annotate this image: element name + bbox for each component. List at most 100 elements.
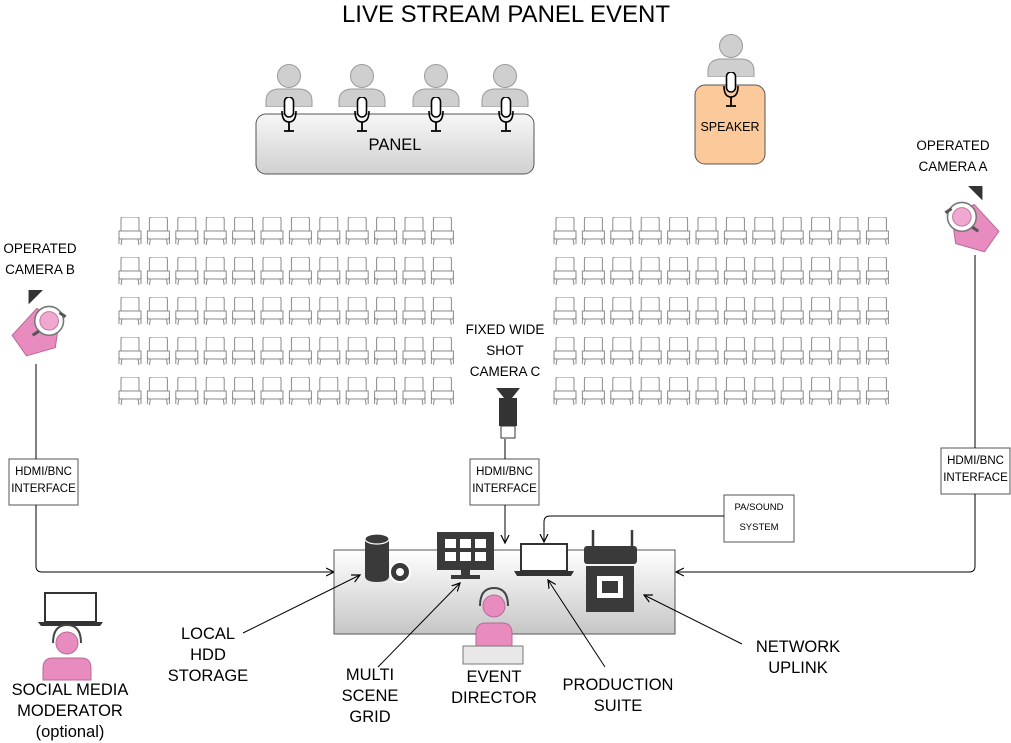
- seat: [288, 337, 312, 366]
- speaker-group: [694, 34, 766, 165]
- diagram-title: LIVE STREAM PANEL EVENT: [341, 1, 671, 28]
- seat: [232, 297, 256, 326]
- seat: [695, 257, 719, 286]
- seat: [809, 297, 833, 326]
- seat: [430, 217, 454, 246]
- seat: [723, 297, 747, 326]
- seat: [260, 377, 284, 406]
- seat: [402, 217, 426, 246]
- seat: [667, 377, 691, 406]
- seat: [345, 217, 369, 246]
- seat: [118, 217, 142, 246]
- speaker-label: SPEAKER: [700, 120, 760, 134]
- hdmi-box-a: [940, 447, 1011, 495]
- seat: [232, 377, 256, 406]
- seat: [581, 297, 605, 326]
- camera-b-icon: [10, 290, 68, 358]
- seat: [610, 297, 634, 326]
- seat: [345, 337, 369, 366]
- seat: [638, 337, 662, 366]
- seat: [175, 337, 199, 366]
- seat: [865, 297, 889, 326]
- seat: [288, 297, 312, 326]
- seat: [581, 337, 605, 366]
- seat: [723, 337, 747, 366]
- seat: [203, 257, 227, 286]
- seat: [374, 377, 398, 406]
- seat: [203, 297, 227, 326]
- seat: [345, 297, 369, 326]
- seat: [581, 377, 605, 406]
- seat: [809, 337, 833, 366]
- seat: [638, 377, 662, 406]
- seat: [260, 297, 284, 326]
- seat: [667, 217, 691, 246]
- seat: [610, 337, 634, 366]
- seat: [780, 217, 804, 246]
- seat: [780, 337, 804, 366]
- panel-table: [255, 113, 535, 175]
- seat: [175, 257, 199, 286]
- camera-a-icon: [943, 186, 1001, 254]
- seat: [695, 337, 719, 366]
- seat: [402, 377, 426, 406]
- seat: [288, 257, 312, 286]
- seat: [695, 217, 719, 246]
- seat: [752, 217, 776, 246]
- seat: [430, 257, 454, 286]
- seat: [317, 377, 341, 406]
- hdmi-box-b: [8, 458, 79, 506]
- seat: [175, 297, 199, 326]
- laptop-icon: [514, 543, 574, 576]
- seat: [752, 377, 776, 406]
- seating-right-block: [553, 217, 889, 406]
- seat: [203, 337, 227, 366]
- seat: [146, 257, 170, 286]
- seat: [175, 377, 199, 406]
- seat: [146, 297, 170, 326]
- seat: [374, 337, 398, 366]
- seat: [780, 257, 804, 286]
- seat: [780, 377, 804, 406]
- seat: [402, 337, 426, 366]
- seat: [260, 337, 284, 366]
- event-director-person: [462, 586, 524, 665]
- seat: [865, 257, 889, 286]
- router-icon: [584, 530, 637, 612]
- seat: [402, 297, 426, 326]
- seat: [723, 257, 747, 286]
- seat: [638, 217, 662, 246]
- storage-icon: [364, 533, 411, 583]
- seat: [553, 217, 577, 246]
- seat: [317, 257, 341, 286]
- seat: [118, 337, 142, 366]
- seat: [118, 297, 142, 326]
- seat: [402, 257, 426, 286]
- seat: [837, 257, 861, 286]
- seat: [232, 337, 256, 366]
- seat: [610, 217, 634, 246]
- pa-sound-box: [723, 494, 795, 543]
- seat: [203, 217, 227, 246]
- seat: [553, 257, 577, 286]
- seat: [667, 337, 691, 366]
- seat: [374, 297, 398, 326]
- seat: [146, 377, 170, 406]
- seat: [809, 377, 833, 406]
- seat: [837, 377, 861, 406]
- seat: [610, 377, 634, 406]
- seat: [865, 217, 889, 246]
- seating-left-block: [118, 217, 454, 406]
- seat: [667, 257, 691, 286]
- seat: [638, 297, 662, 326]
